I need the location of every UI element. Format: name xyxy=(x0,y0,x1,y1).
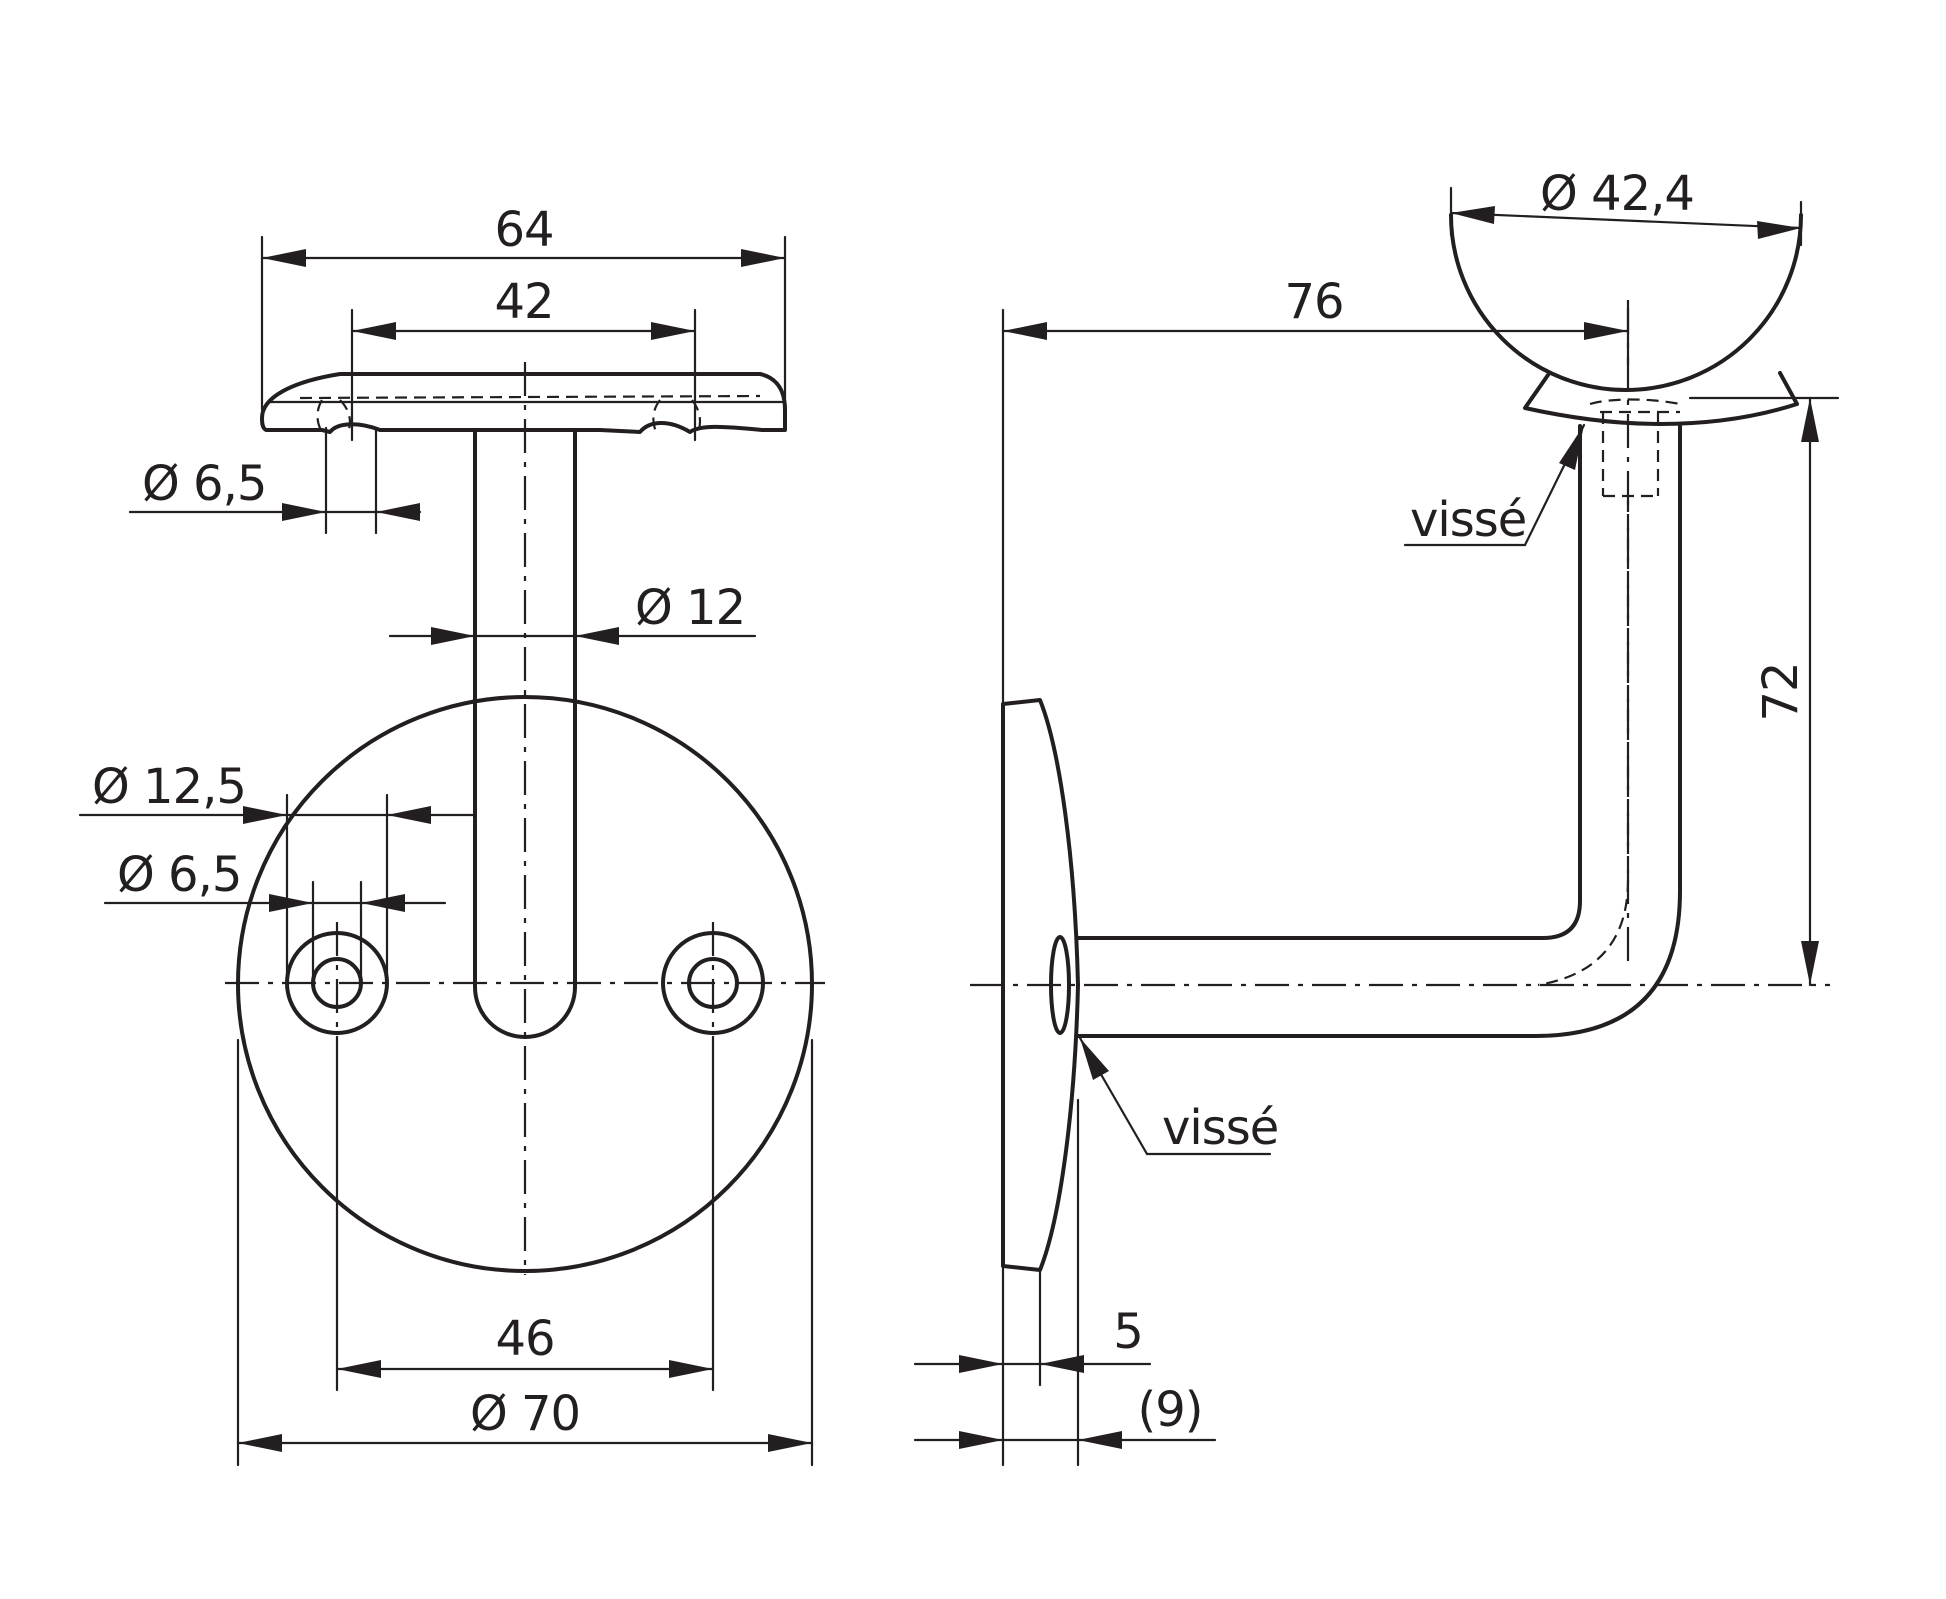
arrowhead xyxy=(361,894,405,912)
arrowhead xyxy=(741,249,785,267)
arrowhead xyxy=(1559,425,1584,470)
arrowhead xyxy=(575,627,619,645)
arrowhead xyxy=(352,322,396,340)
arm-hidden-line xyxy=(1537,500,1630,987)
arrowhead xyxy=(337,1360,381,1378)
dim-stem: Ø 12 xyxy=(635,580,745,636)
dim-hole-spacing: 46 xyxy=(495,1311,554,1367)
arrowhead xyxy=(282,503,326,521)
dim-width-top: 64 xyxy=(494,202,553,258)
arrowhead xyxy=(262,249,306,267)
arrowhead xyxy=(1451,206,1495,224)
dim-counterbore: Ø 12,5 xyxy=(92,759,246,815)
arrowhead xyxy=(1078,1431,1122,1449)
arrowhead xyxy=(1040,1355,1084,1373)
dim-hole-plate: Ø 6,5 xyxy=(117,847,241,903)
arrowhead xyxy=(959,1431,1003,1449)
arrowhead xyxy=(651,322,695,340)
dim-hole-top: Ø 6,5 xyxy=(142,456,266,512)
arrowhead xyxy=(1003,322,1047,340)
arrowhead xyxy=(269,894,313,912)
side-view: Ø 42,4 76 72 vissé vissé 5 (9) xyxy=(913,166,1840,1467)
arrowhead xyxy=(768,1434,812,1452)
side-saddle-hidden xyxy=(1589,398,1681,498)
saddle-outline xyxy=(260,372,787,434)
arrowhead xyxy=(376,503,420,521)
side-saddle xyxy=(1523,371,1799,426)
rail-outline xyxy=(1449,213,1803,392)
dim-line-rail xyxy=(1449,211,1803,230)
saddle-hidden-lines xyxy=(299,394,761,433)
arrowhead xyxy=(387,806,431,824)
arrowhead xyxy=(1801,398,1819,442)
arrowhead xyxy=(669,1360,713,1378)
front-view: 64 42 Ø 6,5 Ø 12 Ø 12,5 Ø 6,5 xyxy=(78,202,825,1467)
dim-width-inner: 42 xyxy=(494,274,553,330)
arrowhead xyxy=(431,627,475,645)
arrowhead xyxy=(959,1355,1003,1373)
leader-bottom xyxy=(1078,1036,1272,1156)
wall-plate-outline xyxy=(1001,698,1080,1272)
arrowhead xyxy=(1801,941,1819,985)
arrowhead xyxy=(1584,322,1628,340)
dim-plate-diameter: Ø 70 xyxy=(470,1386,580,1442)
bracket-arm-outline xyxy=(1076,424,1682,1038)
dim-plate-thickness: 5 xyxy=(1113,1304,1143,1360)
arrowhead xyxy=(1080,1038,1109,1080)
arrowhead xyxy=(1757,221,1801,239)
arrowhead xyxy=(238,1434,282,1452)
arrowhead xyxy=(243,806,287,824)
dim-height: 72 xyxy=(1753,662,1809,721)
note-bottom: vissé xyxy=(1162,1100,1278,1156)
dim-total-thickness: (9) xyxy=(1138,1382,1203,1438)
dim-projection: 76 xyxy=(1284,274,1343,330)
note-top: vissé xyxy=(1410,492,1526,548)
dim-rail-diameter: Ø 42,4 xyxy=(1540,166,1694,222)
